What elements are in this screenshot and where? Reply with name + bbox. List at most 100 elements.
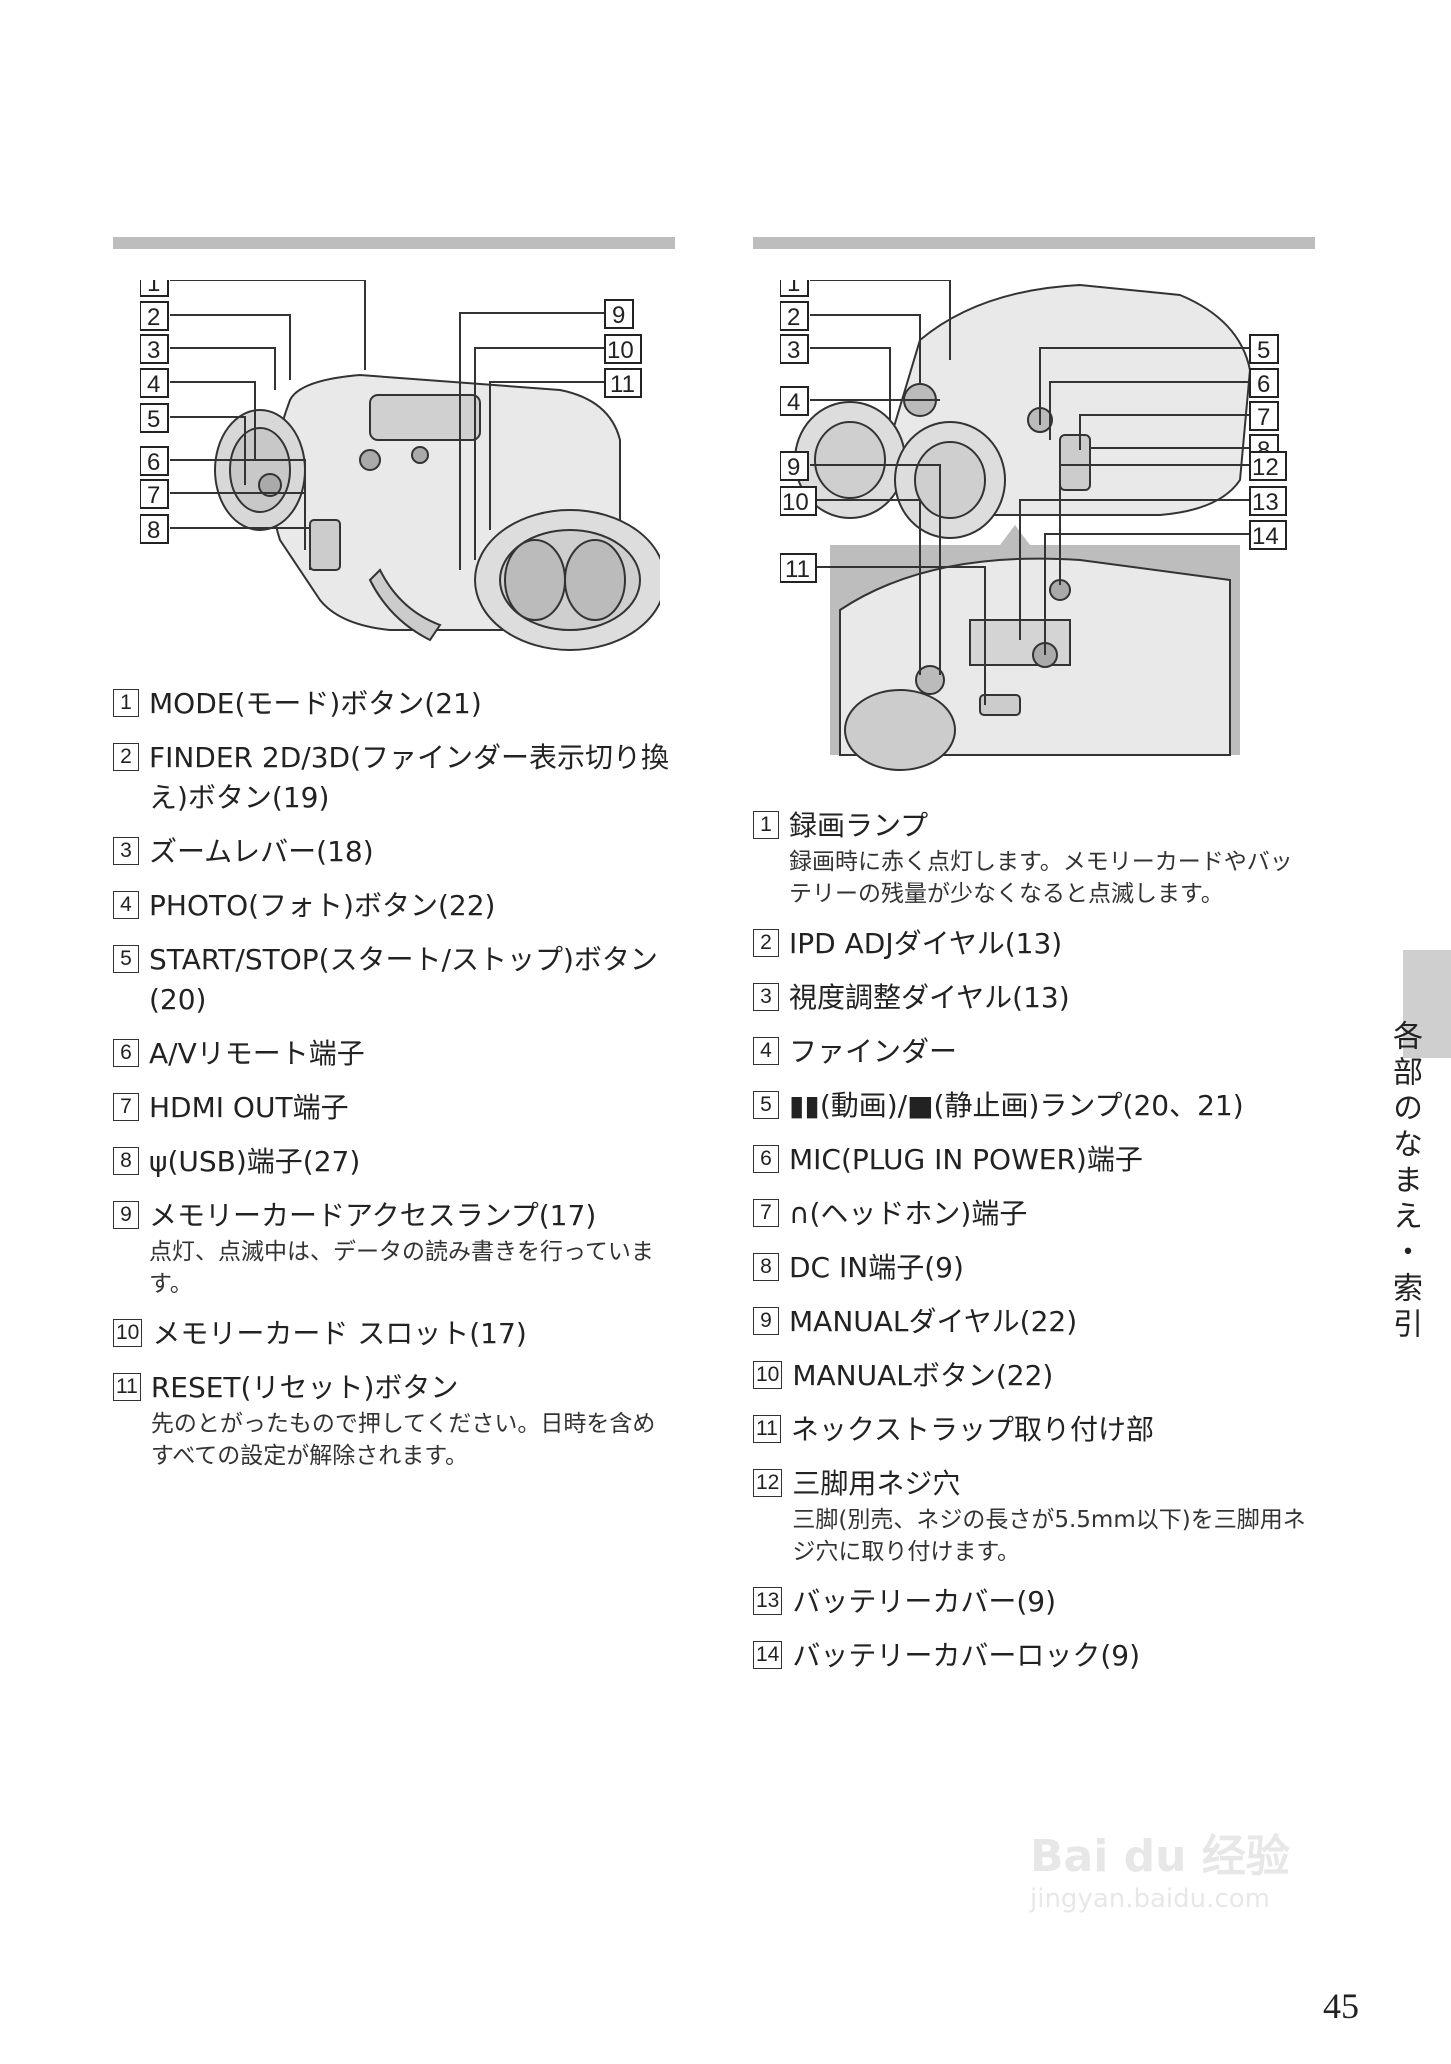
item-number: 6 (113, 1039, 139, 1067)
fig-right-label-13: 13 (1249, 486, 1287, 516)
item-title: 視度調整ダイヤル(13) (789, 981, 1070, 1014)
svg-text:5: 5 (1257, 337, 1270, 364)
list-item: 4 ファインダー (753, 1032, 1313, 1072)
item-title: MIC(PLUG IN POWER)端子 (789, 1143, 1143, 1176)
item-title: ネックストラップ取り付け部 (790, 1413, 1154, 1446)
fig-left-label-10: 10 (604, 334, 642, 364)
svg-text:11: 11 (785, 556, 810, 583)
fig-left-label-7: 7 (140, 479, 169, 509)
list-item: 8 DC IN端子(9) (753, 1248, 1313, 1288)
page-number: 45 (1323, 1986, 1359, 2026)
svg-text:11: 11 (610, 371, 635, 398)
svg-text:14: 14 (1252, 523, 1279, 550)
list-item: 10 MANUALボタン(22) (753, 1356, 1313, 1396)
list-item: 4 PHOTO(フォト)ボタン(22) (113, 886, 673, 926)
item-number: 9 (753, 1307, 779, 1335)
svg-text:5: 5 (147, 406, 160, 433)
svg-text:12: 12 (1252, 454, 1279, 481)
item-number: 8 (753, 1253, 779, 1281)
item-number: 10 (753, 1361, 783, 1389)
item-title: 録画ランプ (789, 809, 929, 842)
fig-right-label-11: 11 (780, 553, 817, 583)
svg-text:7: 7 (147, 482, 160, 509)
fig-right-label-5: 5 (1249, 334, 1279, 364)
item-title: A/Vリモート端子 (149, 1037, 365, 1070)
fig-right-label-12: 12 (1249, 451, 1287, 481)
svg-text:10: 10 (782, 489, 809, 516)
watermark: Bai du 经验 jingyan.baidu.com (1030, 1820, 1290, 1914)
list-item: 7∩(ヘッドホン)端子 (753, 1194, 1313, 1234)
side-tab-label: 各部のなまえ・索引 (1387, 1020, 1422, 1344)
item-number: 12 (753, 1469, 783, 1497)
fig-left-label-1: 1 (140, 280, 169, 297)
item-number: 5 (753, 1091, 779, 1119)
item-number: 7 (113, 1093, 139, 1121)
fig-left-label-2: 2 (140, 301, 169, 331)
list-item: 14 バッテリーカバーロック(9) (753, 1636, 1313, 1676)
item-description: 三脚(別売、ネジの長さが5.5mm以下)を三脚用ネジ穴に取り付けます。 (792, 1507, 1306, 1565)
item-description: 点灯、点滅中は、データの読み書きを行っています。 (149, 1239, 654, 1297)
item-title: MANUALボタン(22) (792, 1359, 1054, 1392)
svg-text:2: 2 (147, 304, 160, 331)
fig-right-label-7: 7 (1249, 401, 1279, 431)
item-title: MODE(モード)ボタン(21) (149, 687, 482, 720)
watermark-url: jingyan.baidu.com (1030, 1884, 1270, 1914)
svg-text:2: 2 (787, 304, 800, 331)
item-title: ψ(USB)端子(27) (149, 1145, 361, 1178)
fig-right-label-2: 2 (780, 301, 809, 331)
svg-text:3: 3 (147, 337, 160, 364)
item-number: 1 (113, 689, 139, 717)
item-number: 14 (753, 1641, 783, 1669)
item-number: 11 (113, 1373, 141, 1401)
list-item: 5 ▮▮(動画)/■(静止画)ランプ(20、21) (753, 1086, 1313, 1126)
svg-text:8: 8 (147, 517, 160, 544)
list-item: 6 A/Vリモート端子 (113, 1034, 673, 1074)
right-section-rule (753, 237, 1315, 249)
svg-text:6: 6 (1257, 371, 1270, 398)
fig-right-label-9: 9 (780, 451, 809, 481)
item-number: 4 (113, 891, 139, 919)
item-number: 3 (113, 837, 139, 865)
svg-text:7: 7 (1257, 404, 1270, 431)
fig-left-label-11: 11 (604, 368, 642, 398)
item-title: DC IN端子(9) (789, 1251, 964, 1284)
item-number: 4 (753, 1037, 779, 1065)
item-number: 1 (753, 811, 779, 839)
section-side-tab (1403, 950, 1451, 1058)
item-title: ファインダー (789, 1035, 958, 1068)
svg-text:9: 9 (612, 302, 625, 329)
item-title: RESET(リセット)ボタン (150, 1371, 459, 1404)
left-camera-figure: 1 2 3 4 5 6 7 8 9 10 11 (140, 280, 660, 670)
item-title: IPD ADJダイヤル(13) (789, 927, 1063, 960)
item-description: 先のとがったもので押してください。日時を含めすべての設定が解除されます。 (150, 1411, 656, 1469)
item-title: PHOTO(フォト)ボタン(22) (149, 889, 496, 922)
fig-right-label-14: 14 (1249, 520, 1287, 550)
svg-text:4: 4 (147, 371, 160, 398)
item-title: メモリーカード スロット(17) (152, 1317, 527, 1350)
fig-left-label-5: 5 (140, 403, 169, 433)
list-item: 3 視度調整ダイヤル(13) (753, 978, 1313, 1018)
fig-right-label-3: 3 (780, 334, 809, 364)
item-title: MANUALダイヤル(22) (789, 1305, 1078, 1338)
fig-right-label-6: 6 (1249, 368, 1279, 398)
list-item: 12 三脚用ネジ穴三脚(別売、ネジの長さが5.5mm以下)を三脚用ネジ穴に取り付け… (753, 1464, 1313, 1568)
svg-text:9: 9 (787, 454, 800, 481)
svg-text:6: 6 (147, 449, 160, 476)
item-title: ▮▮(動画)/■(静止画)ランプ(20、21) (789, 1089, 1244, 1122)
item-number: 5 (113, 945, 139, 973)
item-number: 3 (753, 983, 779, 1011)
item-title: バッテリーカバーロック(9) (792, 1639, 1141, 1672)
right-camera-figure: 1 2 3 4 5 6 7 8 9 10 11 12 13 14 (780, 280, 1300, 790)
item-description: 録画時に赤く点灯します。メモリーカードやバッテリーの残量が少なくなると点滅します… (789, 849, 1293, 907)
item-title: 三脚用ネジ穴 (792, 1467, 961, 1500)
item-title: HDMI OUT端子 (149, 1091, 349, 1124)
list-item: 9 MANUALダイヤル(22) (753, 1302, 1313, 1342)
list-item: 1 録画ランプ録画時に赤く点灯します。メモリーカードやバッテリーの残量が少なくなる… (753, 806, 1313, 910)
